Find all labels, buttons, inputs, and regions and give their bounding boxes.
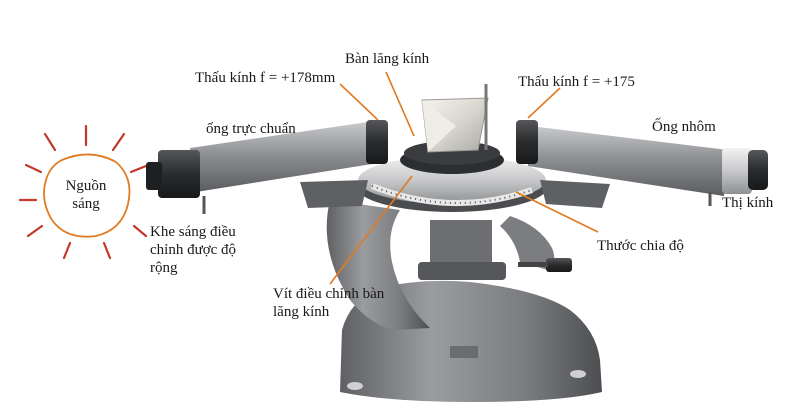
right-support-arm [500, 216, 555, 270]
label-collimator: ống trực chuẩn [206, 121, 296, 137]
label-screw-line1: Vít điều chỉnh bàn [273, 286, 385, 302]
label-slit-line3: rộng [150, 260, 178, 276]
sun-ray [62, 241, 72, 260]
label-slit-line1: Khe sáng điều [150, 224, 236, 240]
light-source-sun: Nguồn sáng [18, 124, 148, 260]
sun-circle [43, 153, 131, 238]
sun-rays [18, 124, 148, 260]
label-eyepiece: Thị kính [722, 195, 774, 211]
leader-lens-left [339, 83, 379, 121]
pedestal-collar [418, 262, 506, 280]
adjustment-knob [546, 258, 572, 272]
label-prism-table: Bàn lăng kính [345, 51, 430, 67]
leader-lines [329, 71, 599, 285]
sun-ray [24, 163, 43, 174]
label-aluminum-tube: Ống nhôm [652, 117, 716, 135]
telescope-tube [516, 120, 768, 208]
collimator-tube-body [190, 122, 372, 192]
label-light-source-line2: sáng [72, 196, 100, 212]
telescope-tube-body [528, 126, 728, 196]
sun-ray [43, 132, 57, 152]
sun-ray [111, 132, 126, 152]
label-lens-left: Thấu kính f = +178mm [195, 70, 336, 86]
base-badge [450, 346, 478, 358]
sun-ray [26, 224, 44, 238]
label-light-source-line1: Nguồn [66, 178, 107, 194]
leader-prism-table [385, 71, 415, 137]
knob-rod [518, 262, 548, 267]
label-slit-line2: chỉnh được độ [150, 242, 236, 258]
leader-scale [515, 191, 599, 233]
telescope-bracket [540, 180, 610, 208]
base-foot [347, 382, 363, 390]
support-column [326, 200, 430, 330]
sun-ray [102, 241, 112, 260]
base-foot [570, 370, 586, 378]
degree-scale [370, 183, 533, 207]
label-scale: Thước chia độ [597, 238, 684, 254]
spectroscope-illustration [146, 84, 768, 402]
prism-face [422, 100, 456, 152]
label-lens-right: Thấu kính f = +175 [518, 74, 635, 90]
collimator-bracket [300, 180, 368, 208]
collimator-lens-ring [366, 120, 388, 164]
eyepiece-silver [722, 148, 752, 194]
graduated-disk [358, 156, 546, 204]
leader-screw [329, 175, 413, 285]
telescope-lens-ring [516, 120, 538, 164]
sun-ray [132, 224, 148, 238]
collimator-slit-body [158, 150, 200, 198]
label-screw-line2: lăng kính [273, 304, 330, 320]
sun-ray [129, 164, 148, 174]
eyepiece-cap [748, 150, 768, 190]
leader-lens-right [527, 87, 561, 119]
collimator-tube [146, 120, 388, 214]
slit-end-cap [146, 162, 162, 190]
